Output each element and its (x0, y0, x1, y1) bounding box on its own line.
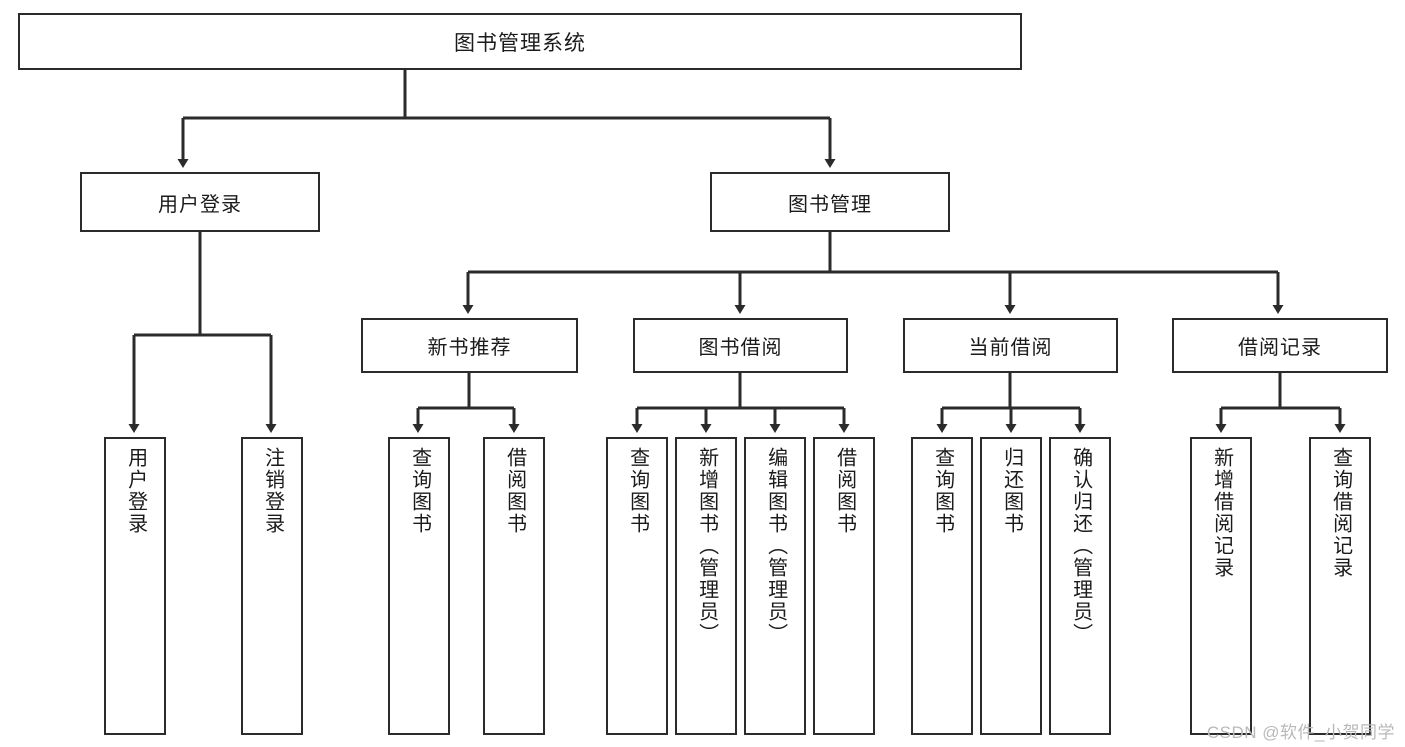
node-leaf-query-book-borrow[interactable]: 查询图书 (606, 437, 668, 735)
node-leaf-confirm-return[interactable]: 确认归还（管理员） (1049, 437, 1111, 735)
node-leaf-query-book-new[interactable]: 查询图书 (388, 437, 450, 735)
node-leaf-borrow-book[interactable]: 借阅图书 (813, 437, 875, 735)
node-leaf-logout-label: 注销登录 (261, 447, 284, 535)
csdn-watermark: CSDN @软件_小贺同学 (1206, 723, 1395, 742)
node-leaf-borrow-book-label: 借阅图书 (833, 447, 856, 535)
node-leaf-query-book-current-label: 查询图书 (931, 447, 954, 535)
node-current-borrow[interactable]: 当前借阅 (903, 318, 1118, 373)
node-leaf-logout[interactable]: 注销登录 (241, 437, 303, 735)
node-leaf-user-login-label: 用户登录 (124, 447, 147, 535)
node-book-management-label: 图书管理 (788, 193, 872, 216)
node-leaf-confirm-return-label: 确认归还（管理员） (1069, 447, 1092, 645)
node-book-management[interactable]: 图书管理 (710, 172, 950, 232)
node-leaf-return-book-label: 归还图书 (1000, 447, 1023, 535)
node-root[interactable]: 图书管理系统 (18, 13, 1022, 70)
node-leaf-query-book-current[interactable]: 查询图书 (911, 437, 973, 735)
node-book-borrow[interactable]: 图书借阅 (633, 318, 848, 373)
node-borrow-records-label: 借阅记录 (1238, 337, 1322, 359)
node-leaf-user-login[interactable]: 用户登录 (104, 437, 166, 735)
node-leaf-add-record[interactable]: 新增借阅记录 (1190, 437, 1252, 735)
node-leaf-add-record-label: 新增借阅记录 (1210, 447, 1233, 579)
node-root-label: 图书管理系统 (454, 31, 586, 55)
node-user-login[interactable]: 用户登录 (80, 172, 320, 232)
node-new-book-recommend-label: 新书推荐 (427, 337, 512, 359)
node-current-borrow-label: 当前借阅 (968, 337, 1053, 359)
node-leaf-query-book-borrow-label: 查询图书 (626, 447, 649, 535)
node-book-borrow-label: 图书借阅 (698, 337, 783, 359)
node-leaf-query-record[interactable]: 查询借阅记录 (1309, 437, 1371, 735)
node-leaf-borrow-book-new[interactable]: 借阅图书 (483, 437, 545, 735)
node-leaf-edit-book[interactable]: 编辑图书（管理员） (744, 437, 806, 735)
node-leaf-return-book[interactable]: 归还图书 (980, 437, 1042, 735)
node-user-login-label: 用户登录 (158, 193, 242, 216)
node-leaf-edit-book-label: 编辑图书（管理员） (764, 447, 787, 645)
node-new-book-recommend[interactable]: 新书推荐 (361, 318, 578, 373)
node-leaf-add-book[interactable]: 新增图书（管理员） (675, 437, 737, 735)
node-borrow-records[interactable]: 借阅记录 (1172, 318, 1388, 373)
node-leaf-query-record-label: 查询借阅记录 (1329, 447, 1352, 579)
node-leaf-query-book-new-label: 查询图书 (408, 447, 431, 535)
node-leaf-borrow-book-new-label: 借阅图书 (503, 447, 526, 535)
node-leaf-add-book-label: 新增图书（管理员） (695, 447, 718, 645)
